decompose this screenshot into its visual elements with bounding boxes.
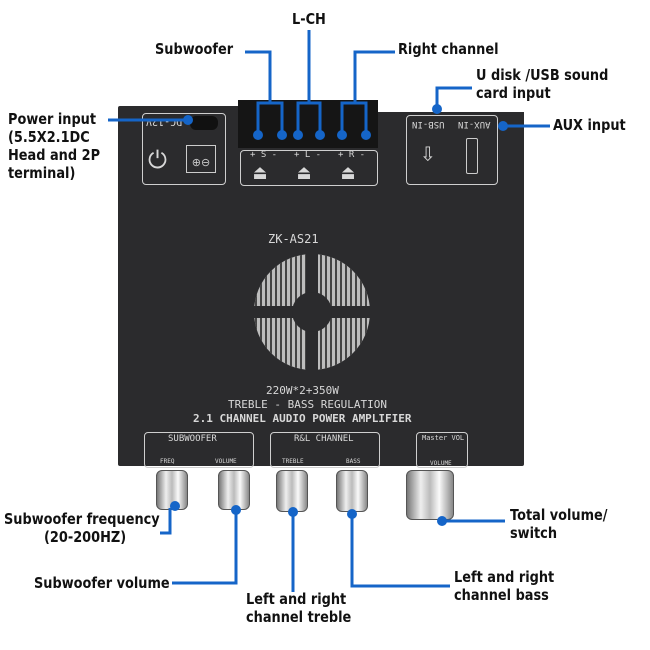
terminal-icon: ⊕⊖ [186,145,216,173]
right-channel-label: Right channel [398,40,499,58]
usb-icon: ⇩ [420,138,436,168]
dc-jack [190,116,218,130]
terminal-label: + R - [338,150,366,160]
udisk-label-2: card input [476,84,551,102]
sub-freq-range: (20-200HZ) [44,528,127,546]
total-volume-callout: Total volume/ switch [510,506,608,542]
treble-callout: Left and right channel treble [246,590,351,626]
bass-callout: Left and right channel bass [454,568,554,604]
total-line-2: switch [510,524,558,542]
master-volume-knob[interactable] [406,470,454,520]
terminal-label: + L - [294,150,322,160]
speaker-icon: ⏏ [342,160,355,184]
power-line-2: (5.5X2.1DC [8,128,90,146]
terminal-label: + S - [250,150,278,160]
treble-line-2: channel treble [246,608,352,626]
power-line-1: Power input [8,110,97,128]
total-line-1: Total volume/ [510,506,608,524]
master-volume-label: VOLUME [430,460,452,467]
regulation-text: TREBLE - BASS REGULATION [228,398,387,411]
speaker-panel [240,150,378,186]
subwoofer-controls [144,432,254,468]
treble-line-1: Left and right [246,590,347,608]
aux-input-label: AUX input [553,116,626,134]
sub-volume-label: VOLUME [215,458,237,465]
bass-label: BASS [346,458,361,465]
sub-volume-callout: Subwoofer volume [34,574,170,592]
power-line-3: Head and 2P [8,146,101,164]
bass-line-2: channel bass [454,586,549,604]
power-icon: ⏻ [148,146,167,174]
freq-label: FREQ [160,458,175,465]
amplifier-text: 2.1 CHANNEL AUDIO POWER AMPLIFIER [193,412,412,425]
subwoofer-label: Subwoofer [155,40,234,58]
power-rating: 220W*2+350W [266,384,339,397]
power-input-label: Power input (5.5X2.1DC Head and 2P termi… [8,110,100,182]
speaker-icon: ⏏ [254,160,267,184]
udisk-label: U disk /USB sound [476,66,609,84]
speaker-icon: ⏏ [298,160,311,184]
treble-label: TREBLE [282,458,304,465]
master-controls [416,432,468,468]
sub-freq-label: Subwoofer frequency [4,510,160,528]
bass-line-1: Left and right [454,568,555,586]
model-label: ZK-AS21 [268,232,319,246]
terminal-block [238,100,378,148]
board-right-top [378,106,524,112]
rl-group-label: R&L CHANNEL [294,434,354,444]
sub-group-label: SUBWOOFER [168,434,217,444]
aux-jack-icon [466,138,478,174]
lch-label: L-CH [292,10,326,28]
master-label: Master VOL [422,434,465,442]
rl-controls [270,432,380,468]
power-line-4: terminal) [8,164,76,182]
input-panel [406,115,498,185]
power-panel [142,113,226,185]
treble-knob[interactable] [276,470,308,512]
